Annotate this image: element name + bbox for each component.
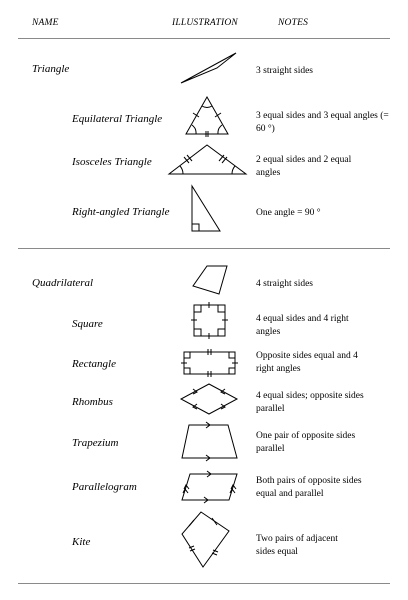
equilateral-triangle-icon	[185, 95, 229, 137]
shape-notes-rectangle: Opposite sides equal and 4 right angles	[256, 351, 358, 374]
footer-rule	[18, 583, 390, 584]
section-divider	[18, 248, 390, 249]
shape-name-rectangle: Rectangle	[72, 358, 116, 370]
parallelogram-icon	[181, 470, 238, 504]
quadrilateral-icon	[192, 265, 228, 295]
header-notes: NOTES	[278, 18, 309, 28]
shape-name-rhombus: Rhombus	[72, 396, 113, 408]
shape-notes-square: 4 equal sides and 4 right angles	[256, 314, 349, 337]
rectangle-icon	[181, 349, 238, 377]
shape-notes-equilateral-triangle: 3 equal sides and 3 equal angles (= 60 °…	[256, 111, 389, 134]
shape-notes-rhombus: 4 equal sides; opposite sides parallel	[256, 391, 364, 414]
shape-name-triangle: Triangle	[32, 63, 70, 75]
shape-notes-quadrilateral: 4 straight sides	[256, 279, 313, 289]
square-icon	[191, 302, 228, 339]
rhombus-icon	[179, 383, 239, 415]
shape-name-isosceles-triangle: Isosceles Triangle	[72, 156, 152, 168]
shape-name-trapezium: Trapezium	[72, 437, 119, 449]
scalene-triangle-icon	[180, 52, 237, 84]
header-rule	[18, 38, 390, 39]
shape-notes-triangle: 3 straight sides	[256, 66, 313, 76]
shape-notes-trapezium: One pair of opposite sides parallel	[256, 431, 356, 454]
shape-notes-right-angled-triangle: One angle = 90 °	[256, 208, 321, 218]
kite-icon	[181, 511, 230, 568]
isosceles-triangle-icon	[167, 144, 248, 175]
shape-name-square: Square	[72, 318, 103, 330]
shape-name-quadrilateral: Quadrilateral	[32, 277, 94, 289]
header-name: NAME	[32, 18, 59, 28]
shape-notes-isosceles-triangle: 2 equal sides and 2 equal angles	[256, 155, 352, 178]
trapezium-icon	[181, 421, 238, 462]
header-illustration: ILLUSTRATION	[172, 18, 238, 28]
shape-name-equilateral-triangle: Equilateral Triangle	[72, 113, 163, 125]
shape-name-kite: Kite	[72, 536, 91, 548]
shape-name-parallelogram: Parallelogram	[72, 481, 137, 493]
right-triangle-icon	[191, 184, 221, 232]
shape-name-right-angled-triangle: Right-angled Triangle	[72, 206, 170, 218]
shape-notes-kite: Two pairs of adjacent sides equal	[256, 534, 338, 557]
shape-notes-parallelogram: Both pairs of opposite sides equal and p…	[256, 476, 362, 499]
